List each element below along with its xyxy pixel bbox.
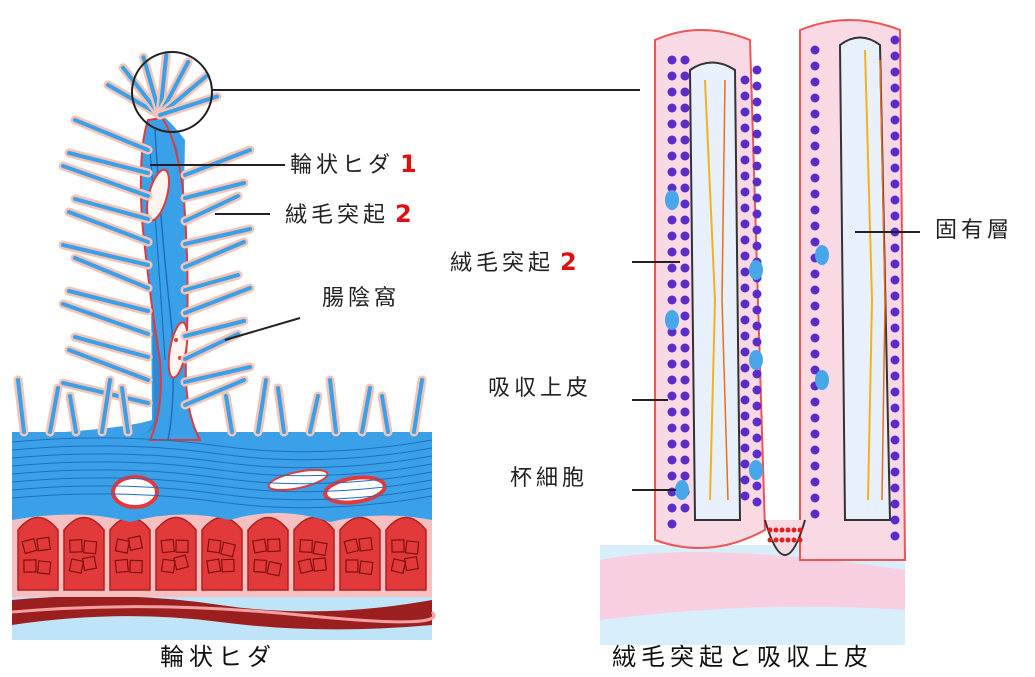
label-text: 杯細胞: [510, 466, 588, 491]
label-text: 固有層: [935, 218, 1013, 243]
caption-right: 絨毛突起と吸収上皮: [612, 645, 873, 669]
label-number: 2: [395, 200, 412, 228]
gland-layer: [12, 505, 432, 597]
circular-fold-illustration: [12, 52, 640, 640]
label-intestinal-crypt: 腸陰窩: [322, 288, 400, 310]
label-text: 輪状ヒダ: [290, 153, 394, 178]
label-text: 絨毛突起: [285, 203, 389, 228]
label-number: 1: [400, 150, 417, 178]
label-absorptive-epithelium: 吸収上皮: [488, 378, 592, 400]
label-number: 2: [560, 248, 577, 276]
label-text: 絨毛突起: [450, 251, 554, 276]
label-text: 腸陰窩: [322, 286, 400, 311]
label-text: 吸収上皮: [488, 376, 592, 401]
fold-stalk: [141, 118, 200, 440]
villus-illustration: [600, 20, 905, 645]
label-goblet-cell: 杯細胞: [510, 468, 588, 490]
label-lamina-propria: 固有層: [935, 220, 1013, 242]
villi-fringe: [18, 55, 422, 432]
caption-left: 輪状ヒダ: [160, 645, 276, 669]
